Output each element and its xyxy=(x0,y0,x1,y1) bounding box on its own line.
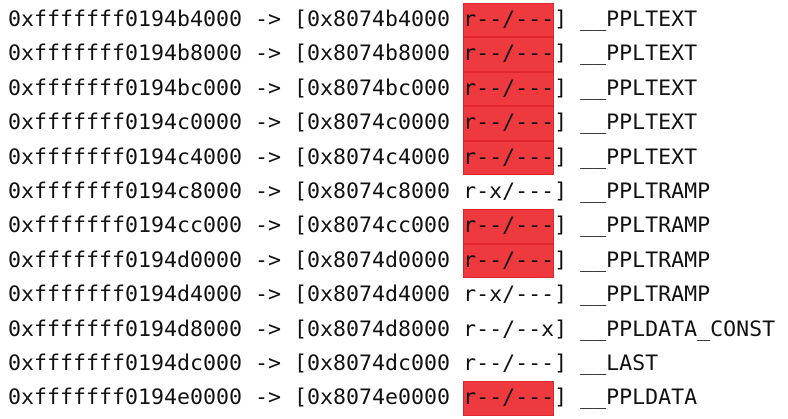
virtual-address: 0xfffffff0194bc000 xyxy=(8,75,243,101)
virtual-address: 0xfffffff0194cc000 xyxy=(8,213,243,239)
page-mapping-list: 0xfffffff0194b4000 -> [0x8074b4000 r--/-… xyxy=(8,3,775,416)
space xyxy=(450,72,463,106)
space xyxy=(450,381,463,415)
virtual-address: 0xfffffff0194d4000 xyxy=(8,282,243,308)
arrow: -> [ xyxy=(242,385,308,411)
mapping-row: 0xfffffff0194b4000 -> [0x8074b4000 r--/-… xyxy=(8,3,775,38)
permissions: r--/--- xyxy=(463,71,555,107)
permissions: r--/--- xyxy=(463,37,555,72)
space xyxy=(450,37,463,71)
segment-name: __PPLDATA xyxy=(580,385,698,411)
bracket: ] xyxy=(554,7,581,32)
permissions: r--/--- xyxy=(463,381,555,416)
physical-address: 0x8074cc000 xyxy=(307,213,451,239)
segment-name: __PPLTEXT xyxy=(580,110,698,136)
virtual-address: 0xfffffff0194c4000 xyxy=(8,144,243,170)
space xyxy=(450,175,463,209)
bracket: ] xyxy=(554,247,581,273)
space xyxy=(450,3,463,37)
mapping-row: 0xfffffff0194c4000 -> [0x8074c4000 r--/-… xyxy=(8,140,775,175)
virtual-address: 0xfffffff0194e0000 xyxy=(8,385,243,411)
arrow: -> [ xyxy=(242,41,308,67)
mapping-row: 0xfffffff0194d0000 -> [0x8074d0000 r--/-… xyxy=(8,243,775,279)
space xyxy=(450,209,463,243)
mapping-row: 0xfffffff0194c0000 -> [0x8074c0000 r--/-… xyxy=(8,106,775,141)
mapping-row: 0xfffffff0194b8000 -> [0x8074b8000 r--/-… xyxy=(8,37,775,72)
mapping-row: 0xfffffff0194d4000 -> [0x8074d4000 r-x/-… xyxy=(8,278,775,312)
segment-name: __PPLTRAMP xyxy=(580,178,711,204)
segment-name: __PPLTRAMP xyxy=(580,282,711,308)
physical-address: 0x8074d8000 xyxy=(307,316,451,342)
permissions: r-x/--- xyxy=(463,178,555,204)
virtual-address: 0xfffffff0194b8000 xyxy=(8,41,243,67)
virtual-address: 0xfffffff0194d0000 xyxy=(8,247,243,273)
bracket: ] xyxy=(554,144,581,170)
bracket: ] xyxy=(554,350,581,376)
space xyxy=(450,347,463,381)
segment-name: __PPLTEXT xyxy=(580,75,698,101)
segment-name: __PPLTEXT xyxy=(580,144,698,170)
physical-address: 0x8074c8000 xyxy=(307,178,451,204)
virtual-address: 0xfffffff0194dc000 xyxy=(8,350,243,376)
bracket: ] xyxy=(554,213,581,239)
segment-name: __LAST xyxy=(580,350,659,376)
bracket: ] xyxy=(554,41,581,67)
mapping-row: 0xfffffff0194bc000 -> [0x8074bc000 r--/-… xyxy=(8,71,775,107)
mapping-row: 0xfffffff0194cc000 -> [0x8074cc000 r--/-… xyxy=(8,209,775,244)
permissions: r--/--- xyxy=(463,3,555,38)
physical-address: 0x8074b4000 xyxy=(307,7,451,32)
bracket: ] xyxy=(554,316,581,342)
arrow: -> [ xyxy=(242,350,308,376)
physical-address: 0x8074e0000 xyxy=(307,385,451,411)
segment-name: __PPLTEXT xyxy=(580,7,698,32)
arrow: -> [ xyxy=(242,178,308,204)
bracket: ] xyxy=(554,178,581,204)
bracket: ] xyxy=(554,282,581,308)
segment-name: __PPLTRAMP xyxy=(580,213,711,239)
space xyxy=(450,278,463,312)
mapping-row: 0xfffffff0194d8000 -> [0x8074d8000 r--/-… xyxy=(8,313,775,347)
permissions: r-x/--- xyxy=(463,282,555,308)
physical-address: 0x8074dc000 xyxy=(307,350,451,376)
space xyxy=(450,141,463,175)
arrow: -> [ xyxy=(242,213,308,239)
bracket: ] xyxy=(554,385,581,411)
permissions: r--/--- xyxy=(463,350,555,376)
physical-address: 0x8074b8000 xyxy=(307,41,451,67)
segment-name: __PPLTEXT xyxy=(580,41,698,67)
permissions: r--/--x xyxy=(463,316,555,342)
arrow: -> [ xyxy=(242,75,308,101)
mapping-row: 0xfffffff0194dc000 -> [0x8074dc000 r--/-… xyxy=(8,347,775,381)
virtual-address: 0xfffffff0194c8000 xyxy=(8,178,243,204)
physical-address: 0x8074d0000 xyxy=(307,247,451,273)
arrow: -> [ xyxy=(242,316,308,342)
mapping-row: 0xfffffff0194e0000 -> [0x8074e0000 r--/-… xyxy=(8,381,775,416)
space xyxy=(450,244,463,278)
arrow: -> [ xyxy=(242,7,308,32)
physical-address: 0x8074d4000 xyxy=(307,282,451,308)
permissions: r--/--- xyxy=(463,243,555,279)
permissions: r--/--- xyxy=(463,106,555,141)
permissions: r--/--- xyxy=(463,140,555,175)
arrow: -> [ xyxy=(242,247,308,273)
space xyxy=(450,106,463,140)
permissions: r--/--- xyxy=(463,209,555,244)
arrow: -> [ xyxy=(242,110,308,136)
space xyxy=(450,313,463,347)
arrow: -> [ xyxy=(242,144,308,170)
arrow: -> [ xyxy=(242,282,308,308)
segment-name: __PPLDATA_CONST xyxy=(580,316,776,342)
physical-address: 0x8074c0000 xyxy=(307,110,451,136)
physical-address: 0x8074bc000 xyxy=(307,75,451,101)
bracket: ] xyxy=(554,110,581,136)
bracket: ] xyxy=(554,75,581,101)
virtual-address: 0xfffffff0194d8000 xyxy=(8,316,243,342)
segment-name: __PPLTRAMP xyxy=(580,247,711,273)
physical-address: 0x8074c4000 xyxy=(307,144,451,170)
virtual-address: 0xfffffff0194c0000 xyxy=(8,110,243,136)
virtual-address: 0xfffffff0194b4000 xyxy=(8,7,243,32)
mapping-row: 0xfffffff0194c8000 -> [0x8074c8000 r-x/-… xyxy=(8,175,775,209)
